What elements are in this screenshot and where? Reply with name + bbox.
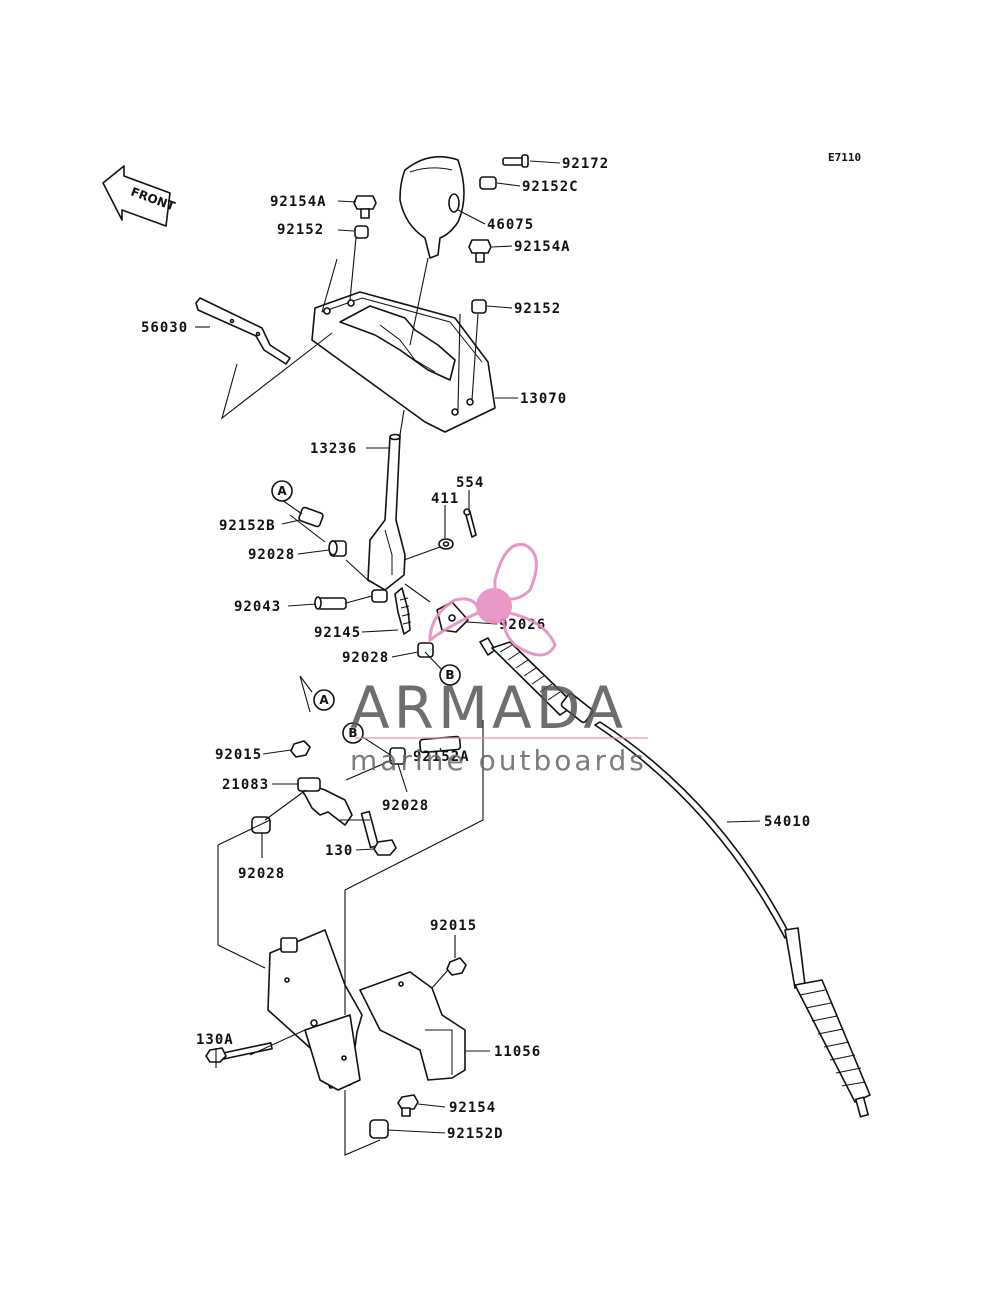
label-46075: 46075 [487,217,534,233]
label-92152A: 92152A [413,749,470,765]
label-92028-d: 92028 [238,866,285,882]
bushing-a [328,540,347,557]
shift-knob [399,155,465,259]
bushing-b [417,642,434,658]
label-92154: 92154 [449,1100,496,1116]
label-92172: 92172 [562,156,609,172]
label-92152-right: 92152 [514,301,561,317]
cable-block [436,601,469,633]
torsion-spring [371,587,412,635]
leader-lines [195,160,761,1156]
collar [479,176,497,190]
watermark: ARMADA marine outboards [350,542,648,777]
front-arrow-icon: FRONT [102,165,178,227]
label-92152D: 92152D [447,1126,504,1142]
pin-screw [502,154,529,168]
svg-text:A: A [277,484,287,498]
label-130: 130 [325,843,353,859]
label-92145: 92145 [314,625,361,641]
label-411: 411 [431,491,459,507]
bushing-c [389,747,406,765]
label-92152B: 92152B [219,518,276,534]
label-56030: 56030 [141,320,188,336]
watermark-title: ARMADA [350,674,627,742]
svg-text:A: A [319,693,329,707]
callout-b-top: B [439,664,461,686]
label-130A: 130A [196,1032,234,1048]
label-92043: 92043 [234,599,281,615]
collar-right [471,299,487,314]
svg-text:B: B [348,726,357,740]
label-92028-b: 92028 [342,650,389,666]
bolt-left [353,195,377,219]
propeller-logo-icon [428,542,557,657]
label-92028-a: 92028 [248,547,295,563]
label-13236: 13236 [310,441,357,457]
bolt-130 [360,810,397,856]
pin-92043 [314,596,347,610]
diagram-code: E7110 [828,151,861,164]
label-11056: 11056 [494,1044,541,1060]
base-bracket [267,929,466,1091]
bracket-21083 [297,777,353,826]
bracket-strap [195,297,291,365]
nut-bottom [446,957,467,976]
label-92154A-right: 92154A [514,239,571,255]
svg-text:B: B [445,668,454,682]
callout-a-top: A [271,480,293,502]
collar-left [354,225,369,239]
shift-lever [367,433,406,591]
label-13070: 13070 [520,391,567,407]
label-92152-left: 92152 [277,222,324,238]
collar-92152D [369,1119,389,1139]
label-54010: 54010 [764,814,811,830]
part-labels: 92172 92152C 92154A 92152 46075 92154A 9… [141,156,811,1142]
shift-cable [479,637,871,1118]
label-21083: 21083 [222,777,269,793]
label-554: 554 [456,475,484,491]
label-92015-bottom: 92015 [430,918,477,934]
nut-top [290,740,311,758]
watermark-subtitle: marine outboards [350,744,647,777]
bolt-92154 [397,1094,419,1117]
label-92015-top: 92015 [215,747,262,763]
label-92028-c: 92028 [382,798,429,814]
bushing-d [251,816,271,834]
bolt-right [468,239,492,263]
split-pin [463,508,477,538]
washer [438,538,454,550]
callout-a-bottom: A [313,689,335,711]
shift-gate-cover [311,291,496,433]
label-92152C: 92152C [522,179,579,195]
label-92154A-left: 92154A [270,194,327,210]
